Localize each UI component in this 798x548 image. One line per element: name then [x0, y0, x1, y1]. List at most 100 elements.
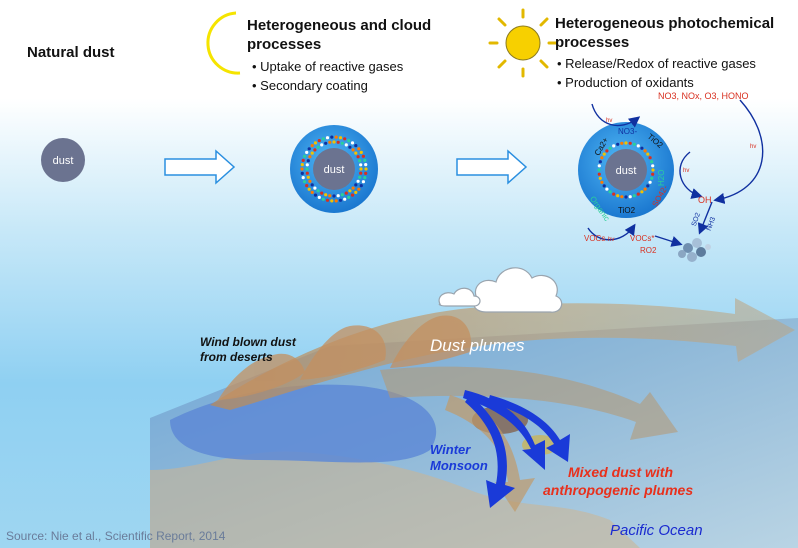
hv-label: hv [750, 144, 756, 150]
dust-core [41, 138, 85, 182]
reaction-arrows [587, 99, 764, 247]
coating-dot [344, 191, 348, 195]
coating-dot [605, 187, 609, 191]
photo-process-bullet: • Release/Redox of reactive gases [557, 56, 756, 71]
pacific-ocean-label: Pacific Ocean [610, 522, 703, 539]
coating-dot [305, 184, 309, 188]
coating-dot [310, 151, 314, 155]
coating-dot [332, 140, 336, 144]
coating-dot [612, 144, 616, 148]
coating-dot [364, 171, 368, 175]
dust-core [313, 148, 355, 190]
photo-process-bullet: • Production of oxidants [557, 75, 694, 90]
dust-plume-branch [445, 395, 535, 512]
coating-dot [306, 159, 310, 163]
mixed-dust-label: Mixed dust with [568, 464, 673, 480]
coating-dot [597, 168, 601, 172]
top-species-label: NO3, NOx, O3, HONO [658, 91, 749, 101]
coating-dot [334, 199, 338, 203]
coating-dot [361, 180, 365, 184]
hv-label: hv [606, 118, 612, 124]
coating-dot [358, 175, 362, 179]
coating-dot [359, 150, 363, 154]
coating-dot [651, 168, 655, 172]
coating-dot [305, 163, 309, 167]
mixed-dust-label: anthropogenic plumes [543, 482, 694, 498]
coating-dot [636, 192, 640, 196]
coating-dot [306, 175, 310, 179]
water-label: H2O [657, 170, 666, 186]
process-arrow [456, 149, 528, 185]
coating-dot [651, 172, 655, 176]
coating-dot [356, 179, 360, 183]
coating-dot [602, 152, 606, 156]
coating-dot [343, 137, 347, 141]
coating-dot [602, 184, 606, 188]
coating-dot [301, 176, 305, 180]
coating-dot [640, 190, 644, 194]
coating-dot [648, 180, 652, 184]
coating-dot [317, 139, 321, 143]
dust-plume-branch [380, 366, 678, 440]
coating-dot [308, 179, 312, 183]
vocs-star-label: VOCs* [630, 234, 654, 243]
coating-dot [348, 145, 352, 149]
coating-dot [650, 160, 654, 164]
coating-dot [336, 194, 340, 198]
winter-monsoon-arrows [463, 390, 570, 508]
coating-dot [643, 187, 647, 191]
coating-dot [334, 135, 338, 139]
coating-dot [305, 171, 309, 175]
coating-dot [363, 158, 367, 162]
coating-dot [303, 180, 307, 184]
coating-dot [313, 186, 317, 190]
nh3-label: NH3 [706, 216, 717, 232]
coating-dot [350, 193, 355, 197]
coating-dot [358, 159, 362, 163]
coating-dot [608, 146, 612, 150]
nitrate-label: NO3- [618, 127, 637, 136]
coating-dot [332, 194, 336, 198]
coating-dot [343, 197, 347, 201]
coating-dot [351, 148, 355, 152]
coating-dot [300, 171, 304, 175]
coating-dot [324, 193, 328, 197]
winter-monsoon-label: Monsoon [430, 458, 488, 473]
coating-dot [620, 141, 624, 145]
coating-dot [624, 141, 628, 145]
coating-dot [616, 194, 620, 198]
cloud-icon [438, 267, 563, 313]
coating-dot [344, 143, 348, 147]
hv-label: hv [608, 237, 614, 243]
dust-plumes-label: Dust plumes [430, 336, 525, 355]
coating-dot [359, 184, 363, 188]
photo-process-title: processes [555, 34, 630, 51]
coating-dot [351, 186, 355, 190]
hv-label: hv [683, 168, 689, 174]
dust-core [605, 149, 647, 191]
coating-dot [354, 183, 358, 187]
so2-label: SO2 [691, 212, 702, 228]
coating-dot [628, 141, 632, 145]
coating-dot [316, 189, 320, 193]
coating-dot [359, 171, 363, 175]
cloud-process-bullet: • Uptake of reactive gases [252, 59, 404, 74]
coating-dot [354, 144, 358, 148]
coating-dot [605, 149, 609, 153]
coating-dot [632, 194, 636, 198]
natural-dust-title: Natural dust [27, 44, 115, 61]
coating-dot [612, 192, 616, 196]
coating-dot [356, 155, 360, 159]
coating-dot [364, 167, 368, 171]
coating-dot [648, 156, 652, 160]
coating-dot [321, 137, 325, 141]
dust-label: dust [53, 155, 74, 167]
coating-dot [646, 152, 650, 156]
coating-dot [338, 198, 343, 202]
coating-dot [620, 195, 624, 199]
coating-dot [354, 190, 358, 194]
coating-dot [303, 154, 307, 158]
coating-dot [363, 176, 367, 180]
dust-plume-arrow [210, 298, 795, 410]
